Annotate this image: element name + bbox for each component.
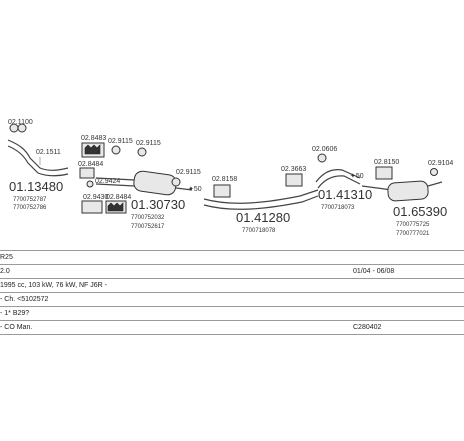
oe-reference: 7700777021 xyxy=(396,231,430,237)
centre-pipe-group: 02.8158 01.41280 7700718078 xyxy=(203,176,319,234)
rear-silencer-group: 02.8150 02.9104 01.65390 7700775725 7700… xyxy=(361,159,453,237)
front-pipe-group: 02.1100 02.1511 01.13480 7700752787 7700… xyxy=(7,119,69,211)
part-ref-label: 02.1511 xyxy=(36,149,61,156)
clamp-icon xyxy=(137,147,147,157)
part-number: 01.41280 xyxy=(236,210,290,225)
info-row: 1995 cc, 103 kW, 76 kW, NF J6R - xyxy=(0,278,464,292)
part-ref-label: 02.8158 xyxy=(212,176,237,183)
part-ref-label: 02.8483 xyxy=(81,135,106,142)
oe-reference: 7700752032 xyxy=(131,215,165,221)
part-ref-label: 02.1100 xyxy=(8,119,33,126)
oe-reference: 7700718078 xyxy=(242,228,276,234)
oe-reference: 7700775725 xyxy=(396,222,430,228)
centre-pipe xyxy=(203,189,319,204)
oe-reference: 7700718073 xyxy=(321,205,355,211)
exhaust-system-diagram: 02.1100 02.1511 01.13480 7700752787 7700… xyxy=(7,119,453,237)
part-ref-label: 02.9115 xyxy=(136,140,161,147)
info-left: - CO Man. xyxy=(0,324,33,331)
part-number: 01.65390 xyxy=(393,204,447,219)
part-number: 01.13480 xyxy=(9,179,63,194)
part-ref-label: 02.9424 xyxy=(95,178,120,185)
oe-reference: 7700752787 xyxy=(13,197,47,203)
part-number: 01.41310 xyxy=(318,187,372,202)
part-ref-label: 02.8484 xyxy=(106,194,131,201)
intermediate-pipe-group: 02.3663 02.0606 ✦50 01.41310 7700718073 xyxy=(281,146,372,211)
clamp-icon xyxy=(171,177,181,187)
info-left: R25 xyxy=(0,254,13,261)
clamp-icon xyxy=(111,145,121,155)
part-ref-label: 02.9115 xyxy=(108,138,133,145)
gasket-icon xyxy=(17,123,27,133)
info-row: 2.0 01/04 - 06/08 xyxy=(0,264,464,278)
front-silencer-group: 02.9115 ✦50 01.30730 7700752032 77007526… xyxy=(95,169,202,230)
mounting-rubber-icon xyxy=(375,166,393,180)
info-row: - CO Man. C280402 xyxy=(0,320,464,335)
info-row: R25 xyxy=(0,250,464,264)
oe-reference: 7700752617 xyxy=(131,224,165,230)
info-left: - Ch. <5102572 xyxy=(0,296,49,303)
gasket-kit-icon xyxy=(79,167,95,179)
part-ref-label: 02.8150 xyxy=(374,159,399,166)
part-ref-label: 02.9104 xyxy=(428,160,453,167)
info-left: 2.0 xyxy=(0,268,10,275)
info-left: 1995 cc, 103 kW, 76 kW, NF J6R - xyxy=(0,282,107,289)
info-right: 01/04 - 06/08 xyxy=(353,268,395,275)
part-ref-label: 02.0606 xyxy=(312,146,337,153)
front-pipe xyxy=(7,139,69,171)
length-marker: ✦50 xyxy=(350,172,364,180)
length-marker: ✦50 xyxy=(188,185,202,193)
front-silencer xyxy=(133,170,177,196)
clamp-icon xyxy=(317,153,327,163)
part-ref-label: 02.8484 xyxy=(78,161,103,168)
rear-silencer xyxy=(387,180,429,202)
info-row: - Ch. <5102572 xyxy=(0,292,464,306)
mounting-kit-icon xyxy=(81,200,103,214)
vehicle-info-table: R25 2.0 01/04 - 06/08 1995 cc, 103 kW, 7… xyxy=(0,250,464,335)
clamp-icon xyxy=(430,168,438,176)
intermediate-pipe xyxy=(315,169,361,183)
bolt-icon xyxy=(86,180,94,188)
part-number: 01.30730 xyxy=(131,197,185,212)
fittings-cluster: 02.8483 02.9115 02.9115 02.8484 02.9424 … xyxy=(78,135,161,214)
info-right: C280402 xyxy=(353,324,382,331)
info-row: - 1* B29? xyxy=(0,306,464,320)
part-ref-label: 02.9115 xyxy=(176,169,201,176)
mounting-rubber-icon xyxy=(285,173,303,187)
info-left: - 1* B29? xyxy=(0,310,30,317)
mounting-rubber-icon xyxy=(213,184,231,198)
part-ref-label: 02.9430 xyxy=(83,194,108,201)
oe-reference: 7700752786 xyxy=(13,205,47,211)
part-ref-label: 02.3663 xyxy=(281,166,306,173)
